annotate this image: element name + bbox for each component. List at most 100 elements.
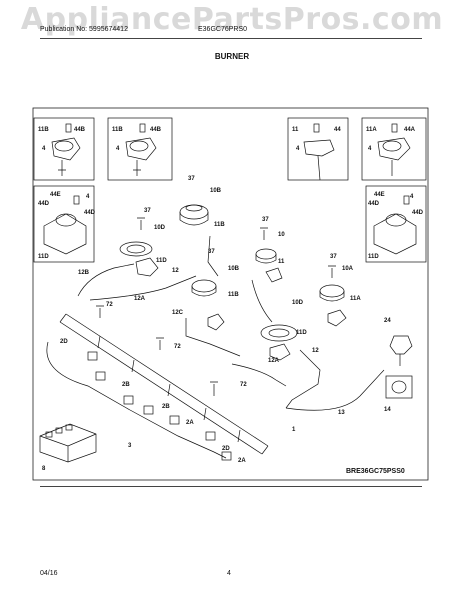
callout-44d: 44D: [84, 210, 96, 216]
diagram-code: BRE36GC75PSS0: [346, 468, 405, 475]
callout-11d: 11D: [296, 330, 307, 336]
callout-4: 4: [368, 146, 372, 152]
inset-11: [287, 117, 349, 181]
switch-2a-a: [169, 415, 180, 425]
tube-11b-link: [207, 235, 219, 277]
inset-11a: [361, 117, 427, 181]
pressure-regulator: [385, 375, 413, 399]
callout-44b: 44B: [150, 127, 162, 133]
diagram-frame: [32, 107, 429, 481]
callout-37: 37: [188, 176, 195, 182]
callout-10d: 10D: [154, 225, 166, 231]
page-number: 4: [227, 570, 231, 577]
callout-11: 11: [278, 259, 285, 265]
callout-2b: 2B: [162, 404, 170, 410]
callout-44a: 44A: [404, 127, 416, 133]
base-11b-mid: [207, 313, 225, 331]
inset-11b-right: [107, 117, 173, 181]
base-11a: [327, 309, 347, 327]
callout-11d: 11D: [368, 254, 379, 260]
callout-13: 13: [338, 410, 345, 416]
callout-44d: 44D: [38, 201, 50, 207]
burner-10: [255, 248, 277, 264]
callout-8: 8: [42, 466, 46, 472]
callout-10: 10: [278, 232, 285, 238]
footer-rule: [40, 486, 422, 487]
tube-13: [285, 369, 385, 411]
callout-4: 4: [296, 146, 300, 152]
switch-2b-b: [123, 395, 134, 405]
callout-37: 37: [144, 208, 151, 214]
callout-11d: 11D: [38, 254, 49, 260]
switch-2d-b: [205, 431, 216, 441]
callout-44e: 44E: [50, 192, 61, 198]
burner-10b-mid: [191, 279, 217, 297]
header-rule: [40, 38, 422, 39]
burner-10d-center: [260, 324, 298, 342]
callout-44b: 44B: [74, 127, 86, 133]
callout-11b: 11B: [112, 127, 123, 133]
screw-72b: [156, 337, 164, 350]
callout-4: 4: [42, 146, 46, 152]
callout-11a: 11A: [366, 127, 377, 133]
watermark: AppliancePartsPros.com: [20, 2, 444, 37]
revision-date: 04/16: [40, 570, 58, 577]
tube-12c: [185, 318, 241, 357]
page-title: BURNER: [214, 52, 250, 61]
spark-module: [39, 423, 97, 463]
base-11d-center: [269, 343, 291, 361]
tube-12: [89, 275, 197, 301]
screw-37c: [260, 227, 268, 240]
screw-37d: [328, 265, 336, 278]
callout-44d: 44D: [368, 201, 380, 207]
callout-11d: 11D: [156, 258, 167, 264]
tube-12a: [231, 363, 287, 387]
callout-11b: 11B: [214, 222, 225, 228]
callout-10b: 10B: [228, 266, 240, 272]
tube-11-link: [251, 279, 273, 323]
ignition-harness: [46, 341, 227, 459]
burner-10d-left: [119, 241, 153, 257]
switch-2a-b: [221, 451, 232, 461]
callout-72: 72: [106, 302, 113, 308]
burner-10a: [319, 284, 345, 302]
inset-11d-right: [365, 185, 427, 263]
callout-11b: 11B: [228, 292, 239, 298]
callout-12a: 12A: [268, 358, 280, 364]
callout-37: 37: [208, 249, 215, 255]
callout-44: 44: [334, 127, 341, 133]
callout-11a: 11A: [350, 296, 361, 302]
switch-2d-a: [87, 351, 98, 361]
callout-1: 1: [292, 427, 296, 433]
callout-12: 12: [172, 268, 179, 274]
model-number: E36GC76PRS0: [198, 26, 248, 33]
callout-44e: 44E: [374, 192, 385, 198]
callout-12c: 12C: [172, 310, 184, 316]
switch-2b-c: [143, 405, 154, 415]
callout-72: 72: [174, 344, 181, 350]
publication-number: Publication No: 5995674412: [40, 26, 128, 33]
callout-11: 11: [292, 127, 299, 133]
callout-2a: 2A: [186, 420, 194, 426]
callout-24: 24: [384, 318, 391, 324]
callout-12b: 12B: [78, 270, 90, 276]
callout-2d: 2D: [222, 446, 230, 452]
base-11d-left: [135, 257, 159, 277]
callout-4: 4: [86, 194, 90, 200]
screw-72c: [210, 381, 218, 396]
callout-14: 14: [384, 407, 391, 413]
callout-11b: 11B: [38, 127, 49, 133]
callout-12: 12: [312, 348, 319, 354]
callout-12a: 12A: [134, 296, 146, 302]
screw-72a: [96, 305, 104, 318]
callout-10b: 10B: [210, 188, 222, 194]
base-11: [265, 267, 283, 283]
callout-2d: 2D: [60, 339, 68, 345]
inset-11d-left: [33, 185, 95, 263]
callout-3: 3: [128, 443, 132, 449]
tube-12-right: [285, 349, 321, 409]
callout-10d: 10D: [292, 300, 304, 306]
callout-2b: 2B: [122, 382, 130, 388]
callout-4: 4: [410, 194, 414, 200]
